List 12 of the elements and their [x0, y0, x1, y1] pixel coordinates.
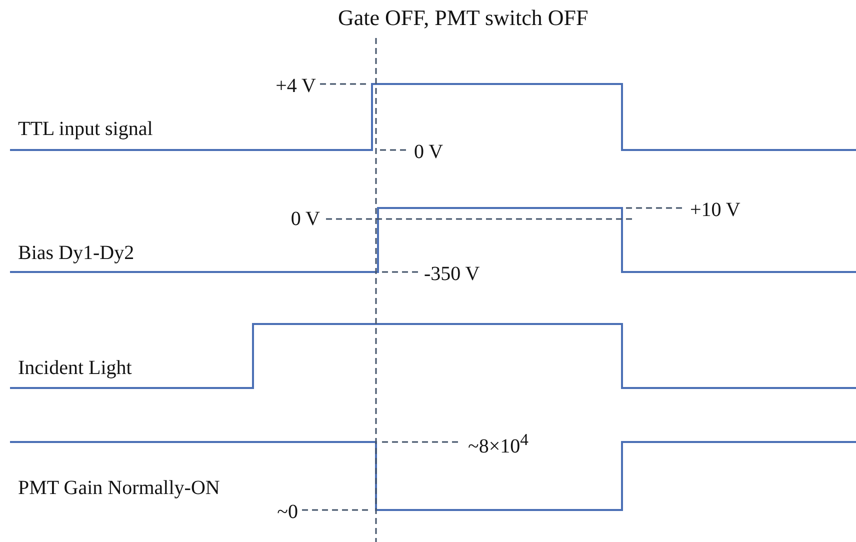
level-label: 0 V — [290, 207, 320, 231]
level-label: ~8×10$^{4}$ — [468, 429, 528, 459]
signal-name: TTL input signal — [18, 117, 153, 141]
level-label: 0 V — [414, 140, 444, 164]
signal-name: Incident Light — [18, 356, 132, 380]
level-label: +4 V — [276, 74, 316, 98]
title: Gate OFF, PMT switch OFF — [338, 6, 588, 30]
level-label: -350 V — [424, 262, 480, 286]
level-label: ~0 — [277, 500, 298, 524]
level-label: +10 V — [690, 198, 740, 222]
signal-name: PMT Gain Normally-ON — [18, 476, 220, 500]
signal-name: Bias Dy1-Dy2 — [18, 241, 134, 265]
